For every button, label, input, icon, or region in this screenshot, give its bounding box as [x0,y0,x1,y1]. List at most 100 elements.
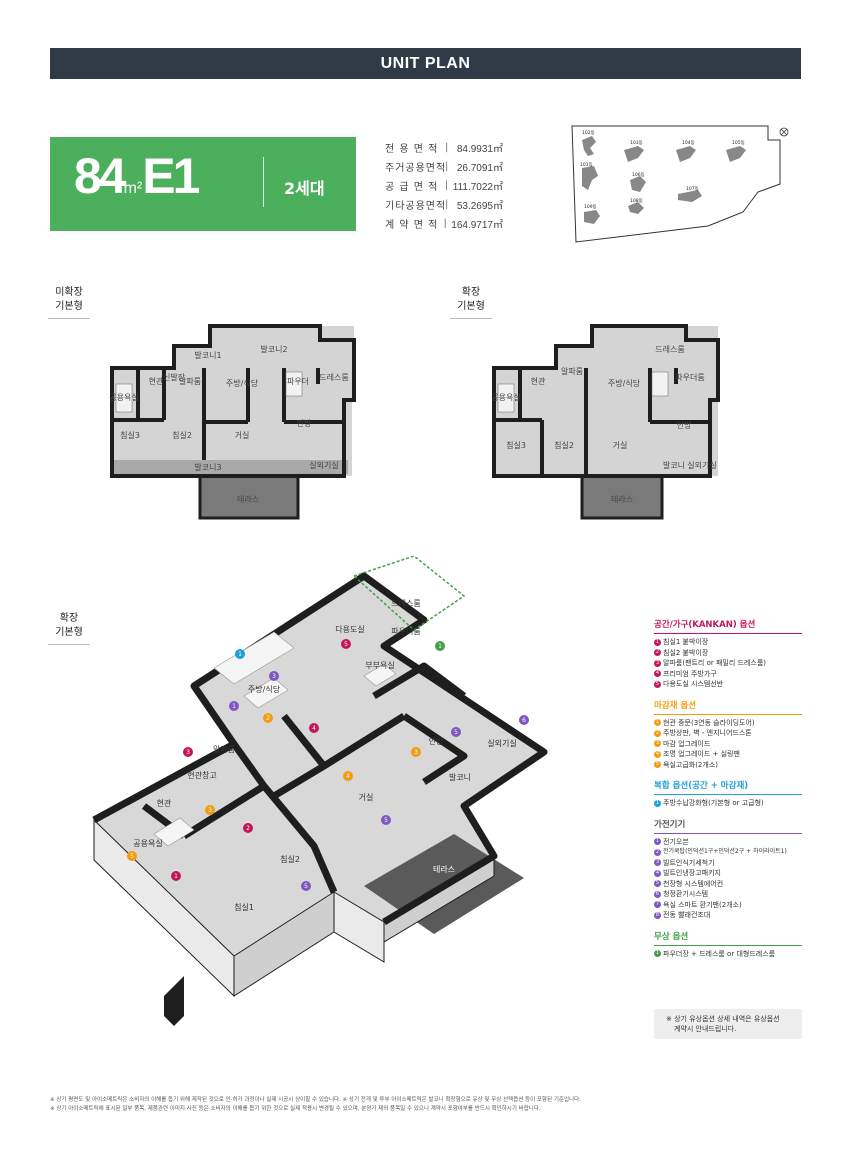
option-number-badge: 4 [654,869,661,877]
building-block [624,146,644,162]
building-label: 109동 [584,204,597,210]
option-marker-appliance: 1 [229,701,239,711]
svg-text:2: 2 [246,825,250,832]
area-separator: | [445,142,449,153]
option-marker-finish: 5 [127,851,137,861]
area-label: 기타공용면적 [385,201,447,212]
unit-type-code: E1 [142,148,200,204]
option-number-badge: 4 [654,750,661,758]
vanity [363,663,397,687]
option-number-badge: 6 [654,890,661,898]
building-blocks [582,136,746,224]
option-marker-appliance: 5 [451,727,461,737]
option-marker-space: 3 [183,747,193,757]
option-number-badge: 1 [654,799,661,807]
area-label: 전 용 면 적 [385,144,439,155]
area-separator: | [443,218,447,229]
option-item-text: 마감 업그레이드 [663,739,711,748]
option-group-title: 복합 옵션(공간 + 마감재) [654,779,802,795]
room-label: 실외기실 [487,738,516,748]
room-label: 발코니2 [260,344,287,354]
area-separator: | [444,180,449,191]
plan-type-line: 확장 [461,287,481,298]
plan-walls [492,324,720,520]
option-item-text: 알파룸(팬트리 or 패밀리 드레스룸) [663,659,767,667]
building-block [630,176,646,192]
svg-text:3: 3 [208,807,212,814]
option-marker-appliance: 5 [301,881,311,891]
option-item-text: 빌트인식기세척기 [663,858,715,867]
option-item-text: 다용도실 시스템선반 [663,680,724,688]
option-marker-space: 5 [341,639,351,649]
room-label: 거실 [359,792,374,802]
building-block [678,190,702,202]
plan-type-line: 기본형 [457,301,485,312]
option-item-text: 주방상판, 벽 - 엔지니어드스톤 [663,729,752,737]
svg-text:3: 3 [414,749,418,756]
svg-text:5: 5 [344,641,348,648]
option-group-title: 공간/가구(KANKAN) 옵션 [654,618,802,634]
option-item-text: 천장형 시스템에어컨 [663,879,724,888]
area-separator: | [445,161,449,172]
area-value: 164.9717㎡ [451,220,503,231]
note-line: 계약시 안내드립니다. [674,1025,737,1033]
room-label: 안방 [429,736,444,746]
room-label: 침실2 [554,440,574,450]
svg-text:5: 5 [454,729,458,736]
area-row: 주거공용면적| 26.7091㎡ [385,157,503,176]
area-row: 전 용 면 적 | 84.9931㎡ [385,138,503,157]
area-value: 84.9931㎡ [456,144,503,155]
plan-type-line: 확장 [59,613,79,624]
option-marker-finish: 3 [411,747,421,757]
svg-text:3: 3 [272,673,276,680]
option-number-badge: 1 [654,950,661,958]
building-label: 103동 [630,140,643,146]
option-item-text: 주방수납강화형(기본형 or 고급형) [663,799,764,807]
option-group-title: 가전기기 [654,818,802,834]
building-label: 104동 [682,140,695,146]
unit-size-number: 84 [74,148,127,204]
room-label: 현관 [531,376,546,386]
unit-type-badge: 84m²E1 2세대 [50,137,356,231]
room-label: 드레스룸 [391,599,420,608]
building-label: 101동 [580,162,593,168]
option-item-text: 조명 업그레이드 + 실링팬 [663,750,740,758]
iso-walls [92,572,548,926]
option-item-text: 욕실 스마트 환기팬(2개소) [663,900,742,909]
room-label: 실외기실 [309,460,338,470]
room-label: 테라스 [237,495,259,504]
room-label: 주방/식당 [248,684,281,694]
kitchen-counter [213,631,295,685]
option-number-badge: 3 [654,659,661,667]
option-marker-appliance: 6 [519,715,529,725]
footnote-line: ※ 상기 평면도 및 아이소메트릭은 소비자의 이해를 돕기 위해 제작된 것으… [50,1097,581,1103]
household-count: 2세대 [284,179,325,198]
room-label: 다용도실 [335,624,364,634]
plan-type-label-3d: 확장 기본형 [48,612,90,645]
svg-text:5: 5 [384,817,388,824]
footnote-line: ※ 상기 아이소메트릭에 표시된 일부 품목, 제품관련 이미지 사진 등은 소… [50,1106,541,1112]
area-value: 26.7091㎡ [456,163,503,174]
area-label: 주거공용면적 [385,163,447,174]
svg-text:6: 6 [522,717,526,724]
option-marker-finish: 3 [205,805,215,815]
option-marker-finish: 2 [263,713,273,723]
room-label: 공용욕실 [491,392,520,402]
room-label: 침실2 [172,430,192,440]
option-marker-appliance: 3 [269,671,279,681]
building-label: 107동 [686,186,699,192]
svg-text:5: 5 [130,853,134,860]
room-label: 공용욕실 [133,838,162,848]
option-number-badge: 3 [654,859,661,867]
plan-type-line: 기본형 [55,627,83,638]
option-number-badge: 5 [654,761,661,769]
